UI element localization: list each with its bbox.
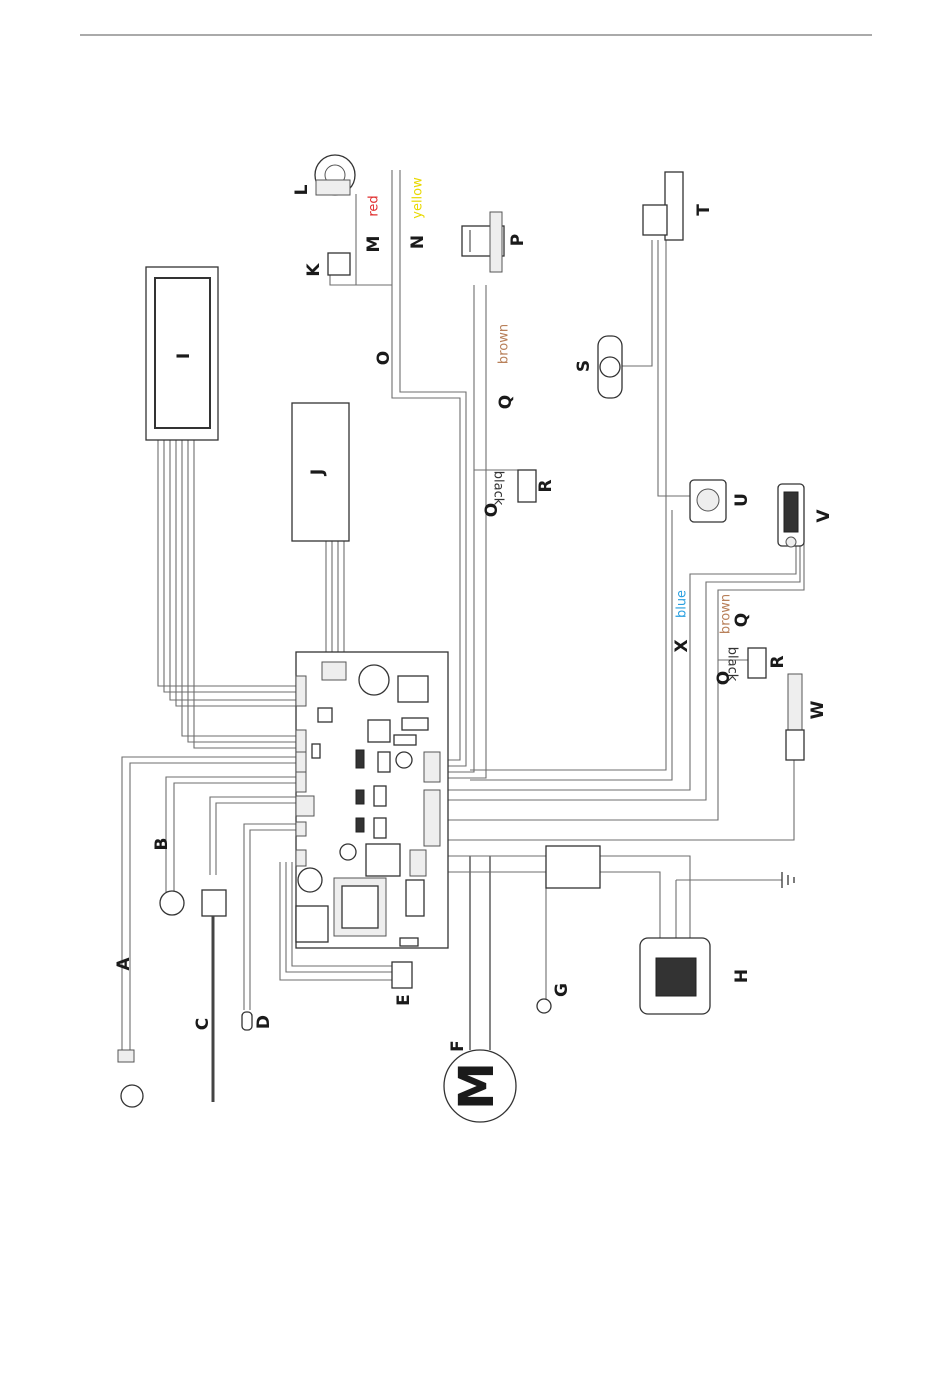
sensor-t [643, 172, 683, 240]
probe-c [202, 890, 226, 1102]
wire-label-brown-top: brown [497, 324, 512, 364]
motor-symbol: M [449, 1062, 505, 1110]
label-v: V [814, 509, 834, 523]
label-p: P [508, 234, 528, 246]
component-k [328, 253, 350, 275]
power-socket-h [640, 938, 710, 1014]
label-n: N [408, 235, 428, 249]
label-f: F [448, 1040, 468, 1052]
label-r-top: R [536, 479, 556, 492]
label-q-low: Q [732, 613, 752, 627]
connector-e [392, 962, 412, 988]
label-r-low: R [768, 655, 788, 668]
label-q-top: Q [496, 395, 516, 409]
wire-label-black-low: black [725, 647, 740, 682]
sensor-b [160, 891, 184, 915]
component-u [690, 480, 726, 522]
label-l: L [292, 184, 312, 195]
wires [122, 170, 804, 1055]
label-s: S [574, 360, 594, 372]
label-d: D [254, 1015, 274, 1029]
label-m: M [364, 236, 384, 253]
label-e: E [394, 994, 414, 1006]
label-k: K [304, 263, 324, 277]
label-u: U [732, 493, 752, 507]
wire-color-labels: red yellow brown black blue brown black [367, 177, 740, 682]
control-board [296, 652, 448, 948]
label-j: J [308, 469, 328, 476]
label-c: C [193, 1018, 213, 1030]
label-h: H [732, 969, 752, 983]
sensor-d [242, 1012, 252, 1030]
wire-label-black-top: black [491, 471, 506, 506]
label-o-top: O [374, 351, 394, 365]
label-t: T [694, 204, 714, 216]
power-switch [546, 846, 600, 888]
wire-label-brown-low: brown [719, 594, 734, 634]
label-w: W [808, 700, 828, 719]
cartridge-w [786, 674, 804, 760]
relay-r-upper [518, 470, 536, 502]
label-a: A [114, 957, 134, 971]
wire-label-red: red [367, 195, 382, 216]
label-i: I [174, 353, 194, 359]
fan-l [315, 155, 355, 195]
label-b: B [152, 838, 172, 851]
label-x: X [672, 639, 692, 652]
label-g: G [552, 983, 572, 997]
igniter-v [778, 484, 804, 547]
thermostat-s [598, 336, 622, 398]
wire-label-blue: blue [675, 590, 690, 618]
wire-label-yellow: yellow [411, 177, 426, 219]
part-g [537, 999, 551, 1013]
switch-p [462, 212, 504, 272]
relay-r-lower [748, 648, 766, 678]
probe-a [118, 1050, 143, 1107]
